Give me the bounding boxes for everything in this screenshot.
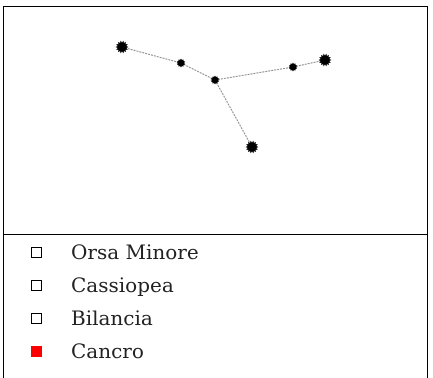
star-icon	[210, 75, 220, 85]
constellation-line	[121, 46, 182, 64]
star-icon	[115, 40, 129, 54]
star-icon	[245, 140, 259, 154]
option-cassiopea[interactable]: Cassiopea	[4, 269, 427, 301]
constellation-drawing	[115, 40, 332, 154]
constellation-line	[214, 66, 294, 81]
option-label: Orsa Minore	[71, 240, 199, 264]
constellation-line	[292, 59, 326, 68]
quiz-frame: Orsa Minore Cassiopea Bilancia Cancro	[3, 6, 428, 378]
star-icon	[318, 53, 332, 67]
option-cancro[interactable]: Cancro	[4, 335, 427, 367]
star-icon	[176, 58, 186, 68]
option-orsa-minore[interactable]: Orsa Minore	[4, 236, 427, 268]
checkbox[interactable]	[31, 279, 42, 291]
checkbox[interactable]	[31, 345, 42, 357]
checkbox[interactable]	[31, 246, 42, 258]
option-label: Bilancia	[71, 306, 153, 330]
constellation-panel	[4, 7, 427, 235]
star-icon	[288, 62, 298, 72]
option-label: Cancro	[71, 339, 144, 363]
option-bilancia[interactable]: Bilancia	[4, 302, 427, 334]
constellation-line	[214, 79, 253, 148]
constellation-line	[180, 62, 216, 81]
option-label: Cassiopea	[71, 273, 174, 297]
checkbox[interactable]	[31, 312, 42, 324]
